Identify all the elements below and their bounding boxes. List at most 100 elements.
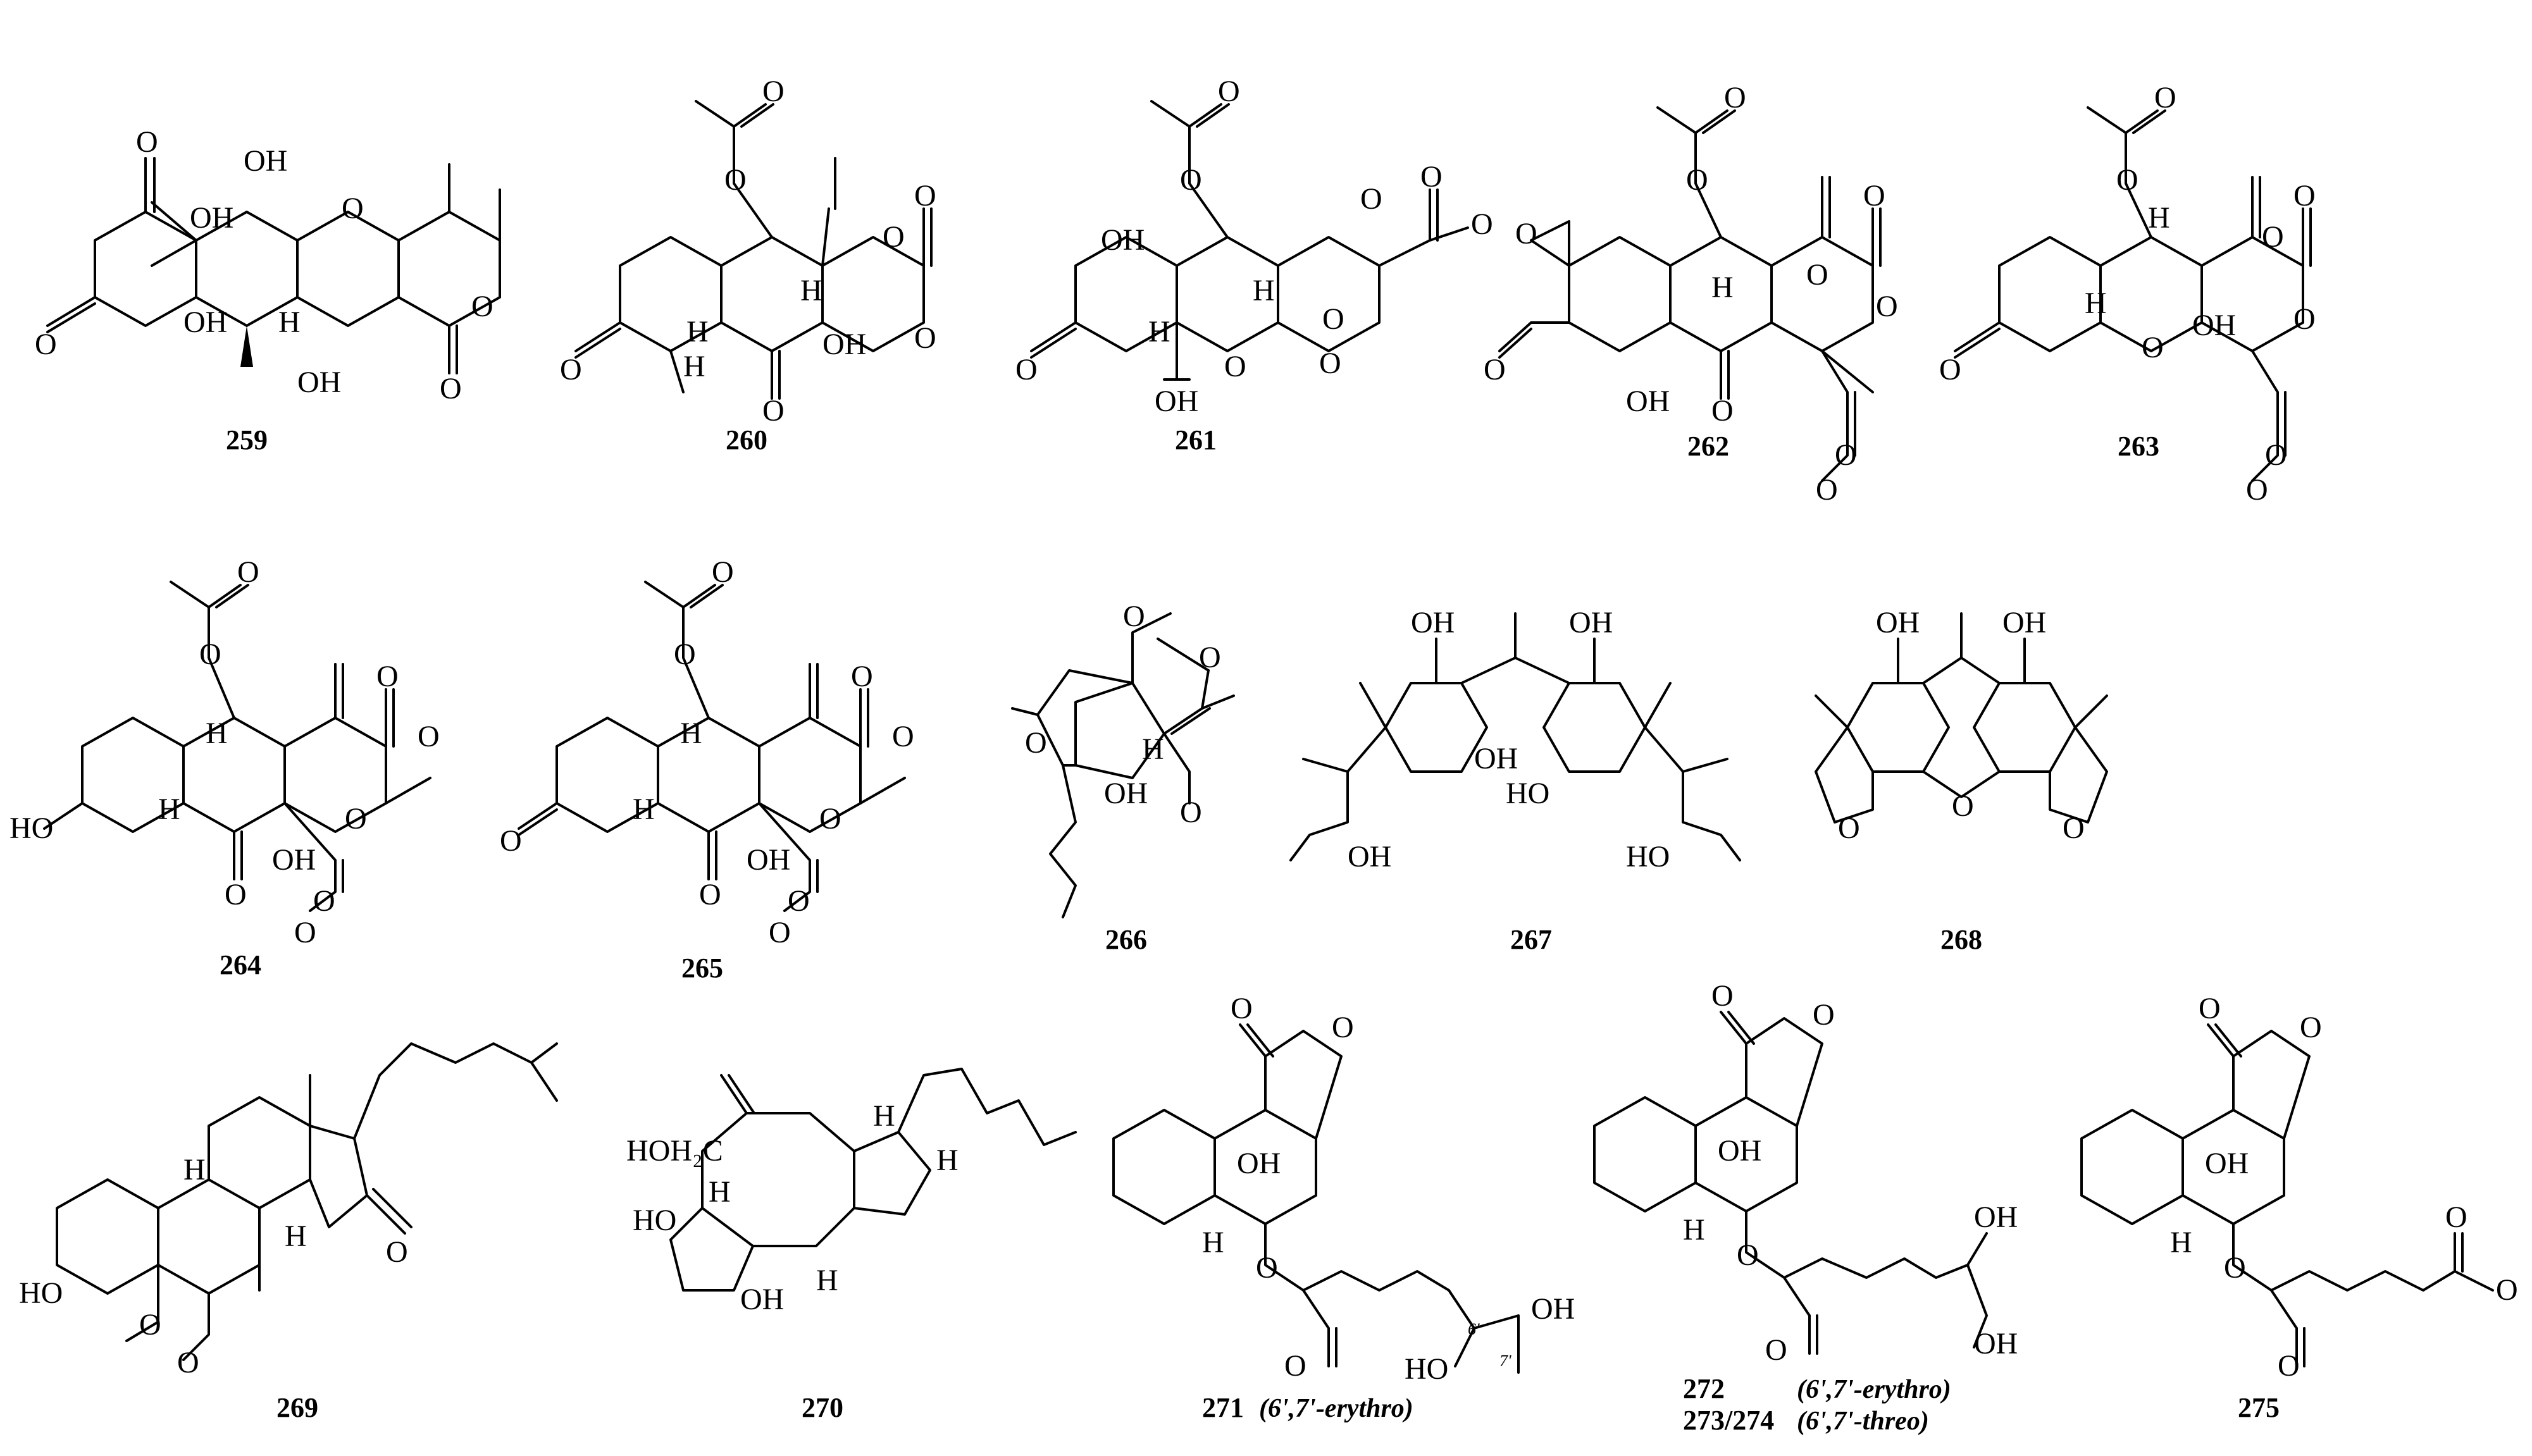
atom-o: O [2496, 1273, 2518, 1307]
atom-o: O [788, 884, 810, 918]
atom-o: O [418, 720, 440, 753]
atom-o: O [914, 321, 936, 355]
atom-oh: OH [1974, 1200, 2018, 1234]
atom-oh: OH [297, 366, 341, 399]
atom-o: O [892, 720, 914, 753]
atom-o: O [440, 372, 462, 405]
atom-o: O [1737, 1238, 1759, 1272]
atom-o: O [237, 555, 259, 589]
atom-o: O [699, 878, 721, 911]
atom-o: O [1420, 160, 1443, 194]
atom-o: O [2246, 473, 2268, 507]
atom-o: O [2142, 331, 2164, 364]
compound-label-270: 270 [802, 1392, 843, 1423]
locant-6-prime: 6' [1468, 1320, 1480, 1338]
atom-o: O [2224, 1251, 2246, 1285]
atom-o: O [2262, 220, 2284, 254]
atom-h: H [206, 717, 228, 750]
atom-o: O [1711, 979, 1734, 1013]
atom-o: O [1939, 353, 1961, 386]
compound-note-271: (6',7'-erythro) [1259, 1394, 1413, 1423]
structure-270: HOH₂C HO H H H H OH 270 [626, 1068, 1077, 1423]
atom-o: O [2445, 1200, 2467, 1234]
atom-o: O [1015, 353, 1038, 386]
structure-269: HO H H O O O 269 [19, 1042, 558, 1423]
atom-oh: OH [183, 305, 227, 339]
atom-ho: HO [19, 1276, 63, 1310]
atom-oh: OH [1531, 1292, 1575, 1326]
compound-note-272: (6',7'-erythro) [1797, 1375, 1951, 1404]
atom-oh: OH [1474, 742, 1518, 775]
atom-oh: OH [740, 1283, 784, 1316]
atom-h: H [683, 350, 705, 383]
atom-o: O [386, 1235, 408, 1269]
structure-272-274: O O OH H O O OH OH 272 (6',7'-erythro) 2… [1593, 979, 2018, 1436]
compound-label-261: 261 [1175, 424, 1217, 455]
atom-h: H [800, 274, 822, 307]
atom-o: O [1515, 217, 1537, 250]
atom-o: O [1199, 641, 1221, 674]
atom-h: H [680, 717, 702, 750]
atom-o: O [769, 916, 791, 949]
compound-label-266: 266 [1105, 924, 1147, 955]
atom-o: O [1724, 81, 1746, 114]
atom-o: O [1765, 1333, 1787, 1367]
atom-ho: HO [633, 1204, 676, 1237]
atom-o: O [1180, 796, 1202, 829]
compound-label-269: 269 [276, 1392, 318, 1423]
atom-o: O [1123, 600, 1145, 633]
atom-o: O [342, 192, 364, 225]
atom-o: O [819, 802, 841, 836]
compound-label-264: 264 [220, 949, 261, 980]
structure-275: O O OH H O O O O 275 [2080, 992, 2518, 1423]
atom-o: O [2154, 81, 2176, 114]
atom-o: O [1284, 1349, 1306, 1383]
atom-o: O [2116, 163, 2138, 197]
atom-oh: OH [1155, 385, 1198, 418]
atom-ho: HO [9, 811, 53, 845]
atom-ho: HO [1506, 777, 1549, 810]
compound-label-260: 260 [726, 424, 767, 455]
compound-label-262: 262 [1687, 431, 1729, 462]
atom-o: O [1471, 207, 1493, 241]
atom-o: O [294, 916, 316, 949]
compound-label-265: 265 [681, 953, 723, 984]
atom-o: O [851, 660, 873, 693]
atom-oh: OH [1569, 606, 1613, 639]
compound-note-273-274: (6',7'-threo) [1797, 1407, 1929, 1436]
atom-o: O [1816, 473, 1838, 507]
atom-o: O [712, 555, 734, 589]
atom-o: O [2293, 302, 2316, 336]
atom-o: O [376, 660, 399, 693]
atom-h: H [183, 1153, 206, 1187]
atom-o: O [1484, 353, 1506, 386]
atom-ho: HO [1626, 840, 1670, 873]
structure-265: O O O O O O H H O OH O O 265 [500, 555, 914, 984]
atom-oh: OH [1104, 777, 1148, 810]
compound-label-275: 275 [2238, 1392, 2280, 1423]
atom-oh: OH [1974, 1327, 2018, 1360]
atom-oh: OH [244, 144, 287, 178]
atom-h: H [1683, 1213, 1705, 1247]
atom-h: H [278, 305, 301, 339]
atom-o: O [1360, 182, 1382, 216]
atom-h: H [816, 1264, 838, 1297]
atom-o: O [1952, 789, 1974, 823]
atom-h: H [2170, 1226, 2192, 1259]
atom-o: O [2199, 992, 2221, 1025]
atom-o: O [2265, 438, 2287, 472]
compound-label-272: 272 [1683, 1373, 1725, 1404]
atom-o: O [225, 878, 247, 911]
atom-o: O [2293, 179, 2316, 213]
atom-o: O [1711, 394, 1734, 428]
atom-o: O [471, 290, 493, 323]
atom-o: O [1863, 179, 1885, 213]
atom-oh: OH [272, 843, 316, 877]
atom-h: H [1202, 1226, 1224, 1259]
compound-label-268: 268 [1940, 924, 1982, 955]
structure-266: O O O OH H O 266 [1011, 600, 1235, 955]
structure-260: O O O O O O H H OH H O 260 [560, 75, 936, 455]
structure-268: OH OH O O O 268 [1815, 606, 2108, 955]
atom-h: H [873, 1099, 895, 1133]
atom-o: O [1218, 75, 1240, 108]
